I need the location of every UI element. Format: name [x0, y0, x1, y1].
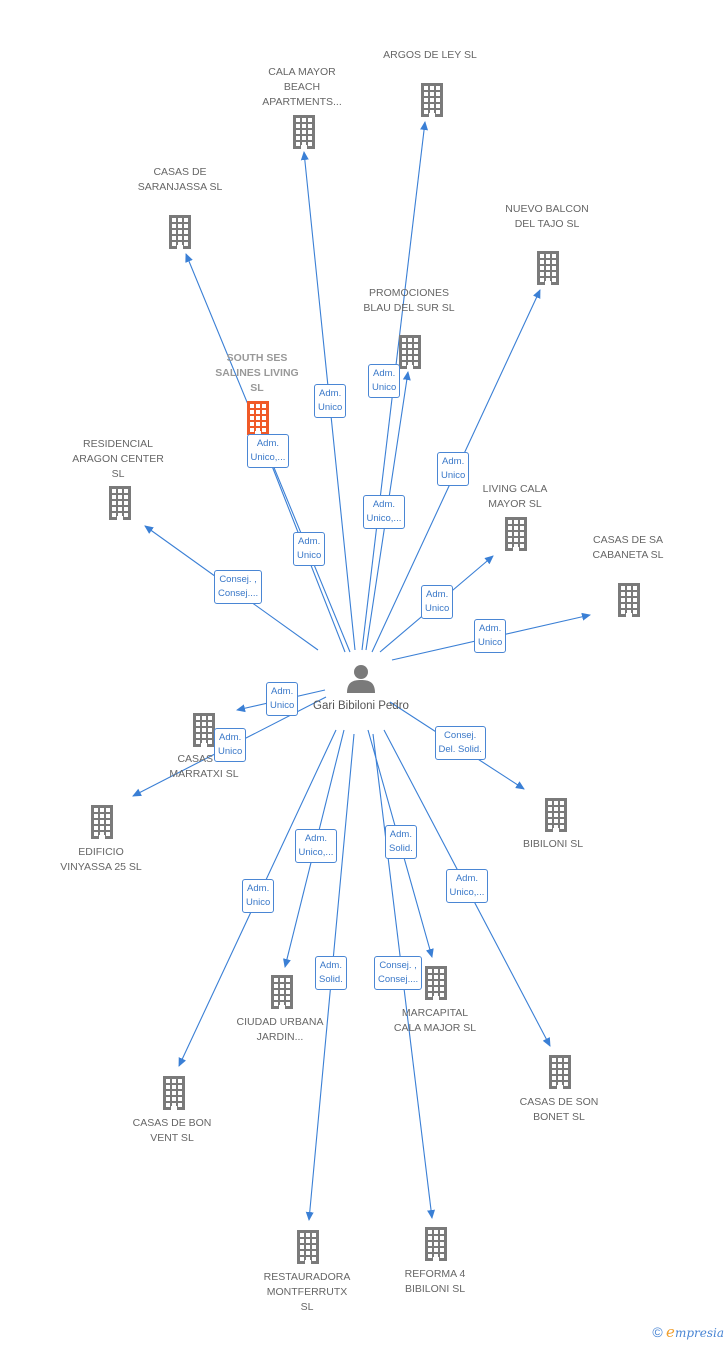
company-label-residencial[interactable]: RESIDENCIAL ARAGON CENTER SL [72, 438, 164, 480]
building-icon[interactable] [546, 1055, 574, 1089]
company-label-southses[interactable]: SOUTH SES SALINES LIVING SL [215, 352, 299, 394]
building-icon[interactable] [290, 115, 318, 149]
role-tag-vinyassa[interactable]: Adm.Unico [214, 728, 247, 762]
company-label-marcapital[interactable]: MARCAPITAL CALA MAJOR SL [393, 1007, 477, 1034]
building-icon[interactable] [418, 83, 446, 117]
building-icon[interactable] [422, 966, 450, 1000]
role-tag-bibiloni[interactable]: Consej.Del. Solid. [434, 726, 486, 760]
role-tag-sonbonet[interactable]: Adm.Unico,... [445, 869, 489, 903]
role-tag-southses[interactable]: Adm.Unico,... [246, 434, 290, 468]
building-icon[interactable] [244, 401, 272, 435]
role-tag-bonvent[interactable]: Adm.Unico [242, 879, 275, 913]
role-tag-ciudadurbana[interactable]: Adm.Unico,... [294, 829, 338, 863]
building-icon[interactable] [88, 805, 116, 839]
brand-footer: © empresia [652, 1323, 724, 1341]
company-label-calamayor[interactable]: CALA MAYOR BEACH APARTMENTS... [262, 66, 342, 108]
role-tag-sacabaneta[interactable]: Adm.Unico [474, 619, 507, 653]
company-label-montferrutx[interactable]: RESTAURADORA MONTFERRUTX SL [263, 1271, 351, 1313]
role-tag-saranjassa[interactable]: Adm.Unico [293, 532, 326, 566]
brand-name: mpresia [674, 1326, 724, 1340]
building-icon[interactable] [106, 486, 134, 520]
role-tag-marcapital[interactable]: Adm.Solid. [385, 825, 417, 859]
company-label-saranjassa[interactable]: CASAS DE SARANJASSA SL [137, 166, 223, 193]
company-label-vinyassa[interactable]: EDIFICIO VINYASSA 25 SL [60, 846, 142, 873]
role-tag-marratxi[interactable]: Adm.Unico [266, 682, 299, 716]
company-label-promociones[interactable]: PROMOCIONES BLAU DEL SUR SL [363, 287, 455, 314]
company-label-sonbonet[interactable]: CASAS DE SON BONET SL [519, 1096, 599, 1123]
company-label-ciudadurbana[interactable]: CIUDAD URBANA JARDIN... [236, 1016, 324, 1043]
company-label-bibiloni[interactable]: BIBILONI SL [522, 838, 584, 850]
company-label-argos[interactable]: ARGOS DE LEY SL [383, 49, 477, 61]
building-icon[interactable] [502, 517, 530, 551]
building-icon[interactable] [615, 583, 643, 617]
person-icon[interactable] [344, 662, 378, 696]
role-tag-livingcala[interactable]: Adm.Unico [421, 585, 454, 619]
role-tag-promociones[interactable]: Adm.Unico,... [362, 495, 406, 529]
role-tag-argos[interactable]: Adm.Unico [368, 364, 401, 398]
building-icon[interactable] [542, 798, 570, 832]
role-tag-nuevobalcon[interactable]: Adm.Unico [437, 452, 470, 486]
company-label-nuevobalcon[interactable]: NUEVO BALCON DEL TAJO SL [505, 203, 589, 230]
building-icon[interactable] [396, 335, 424, 369]
company-label-reforma4[interactable]: REFORMA 4 BIBILONI SL [404, 1268, 466, 1295]
copyright-symbol: © [652, 1324, 663, 1340]
building-icon[interactable] [166, 215, 194, 249]
company-label-livingcala[interactable]: LIVING CALA MAYOR SL [482, 483, 548, 510]
company-label-marratxi[interactable]: CASAS DE MARRATXI SL [169, 753, 239, 780]
building-icon[interactable] [294, 1230, 322, 1264]
company-label-bonvent[interactable]: CASAS DE BON VENT SL [132, 1117, 212, 1144]
building-icon[interactable] [190, 713, 218, 747]
company-label-sacabaneta[interactable]: CASAS DE SA CABANETA SL [592, 534, 664, 561]
center-person-name[interactable]: Gari Bibiloni Pedro [313, 700, 409, 712]
building-icon[interactable] [160, 1076, 188, 1110]
building-icon[interactable] [422, 1227, 450, 1261]
brand-initial: e [666, 1323, 675, 1341]
role-tag-reforma4[interactable]: Consej. ,Consej.... [374, 956, 423, 990]
role-tag-residencial[interactable]: Consej. ,Consej.... [214, 570, 263, 604]
role-tag-montferrutx[interactable]: Adm.Solid. [315, 956, 347, 990]
role-tag-calamayor[interactable]: Adm.Unico [314, 384, 347, 418]
building-icon[interactable] [534, 251, 562, 285]
building-icon[interactable] [268, 975, 296, 1009]
